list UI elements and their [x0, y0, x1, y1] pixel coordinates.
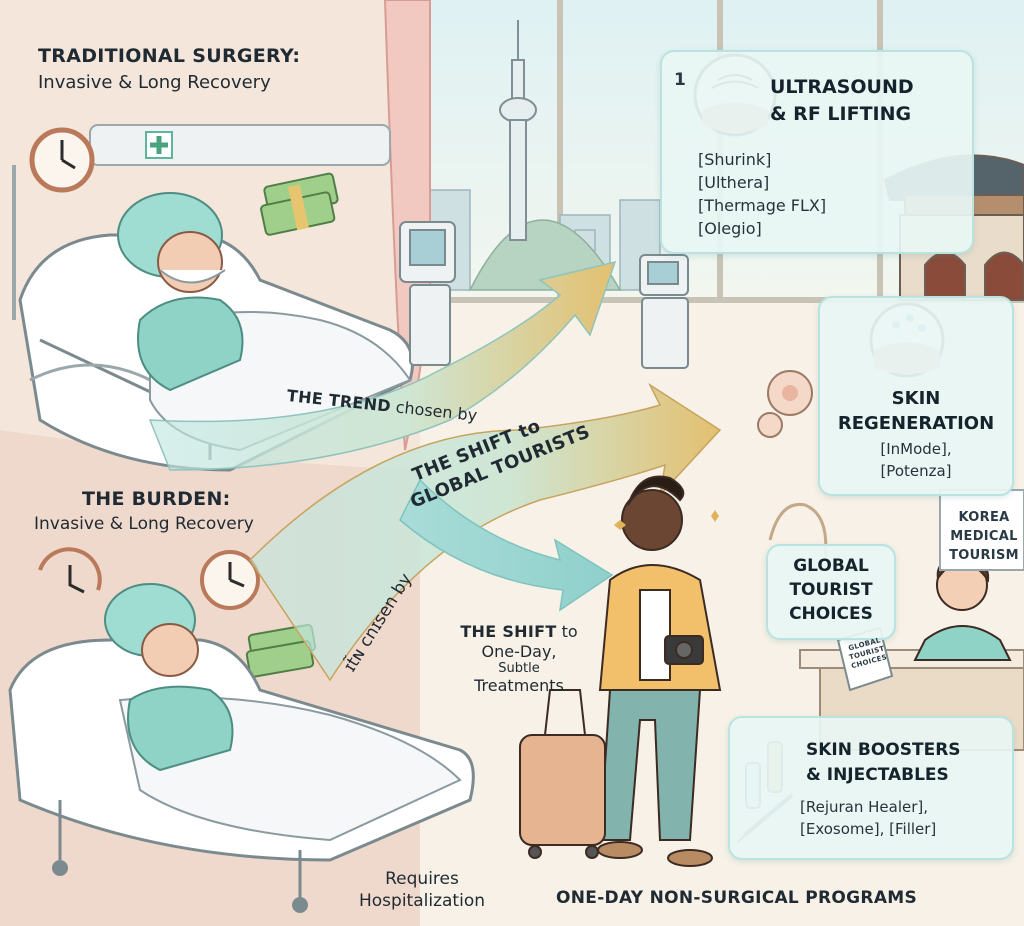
- ultrasound-title: ULTRASOUND & RF LIFTING: [770, 74, 914, 128]
- skin-regen-title-line2: REGENERATION: [837, 413, 995, 434]
- list-item: [InMode],: [880, 440, 952, 458]
- list-item: [Olegio]: [698, 219, 762, 238]
- hospitalization-note-line2: Hospitalization: [359, 891, 485, 911]
- korea-sign-line2: MEDICAL: [950, 529, 1018, 544]
- korea-medical-tourism-sign: KOREA MEDICAL TOURISM: [944, 508, 1024, 565]
- skin-regen-title: SKIN REGENERATION: [820, 386, 1012, 436]
- boosters-title: SKIN BOOSTERS & INJECTABLES: [806, 738, 961, 788]
- global-choices-line1: GLOBAL: [793, 556, 869, 576]
- hospitalization-note-line1: Requires: [385, 869, 459, 889]
- list-item: [Thermage FLX]: [698, 196, 827, 215]
- korea-sign-line3: TOURISM: [949, 548, 1019, 563]
- boosters-list: [Rejuran Healer], [Exosome], [Filler]: [800, 796, 936, 840]
- list-item: [Rejuran Healer],: [800, 798, 929, 816]
- boosters-title-line2: & INJECTABLES: [806, 765, 949, 785]
- list-item: [Exosome], [Filler]: [800, 820, 937, 838]
- skin-boosters-card: SKIN BOOSTERS & INJECTABLES [Rejuran Hea…: [728, 716, 1014, 860]
- global-choices-title: GLOBAL TOURIST CHOICES: [768, 554, 894, 626]
- burden-title: THE BURDEN:: [82, 488, 231, 510]
- shift-small-line3: Subtle: [498, 661, 540, 676]
- shift-small-rest: to: [556, 622, 578, 641]
- shift-small-line4: Treatments: [474, 676, 564, 695]
- shift-small-line2: One-Day,: [481, 642, 557, 661]
- hospitalization-note: Requires Hospitalization: [342, 868, 502, 912]
- list-item: [Potenza]: [880, 462, 952, 480]
- skin-regen-list: [InMode], [Potenza]: [820, 438, 1012, 482]
- burden-subtitle: Invasive & Long Recovery: [34, 514, 254, 534]
- list-item: [Ulthera]: [698, 173, 770, 192]
- skin-regeneration-card: SKIN REGENERATION [InMode], [Potenza]: [818, 296, 1014, 496]
- global-tourist-choices-card: GLOBAL TOURIST CHOICES: [766, 544, 896, 640]
- footer-caption: ONE-DAY NON-SURGICAL PROGRAMS: [556, 888, 918, 908]
- ultrasound-card: 1 ULTRASOUND & RF LIFTING [Shurink] [Ult…: [660, 50, 974, 254]
- ultrasound-title-line1: ULTRASOUND: [770, 76, 914, 98]
- korea-sign-line1: KOREA: [958, 510, 1010, 525]
- global-choices-line2: TOURIST: [789, 580, 873, 600]
- traditional-surgery-title: TRADITIONAL SURGERY:: [38, 45, 301, 67]
- boosters-title-line1: SKIN BOOSTERS: [806, 740, 961, 760]
- skin-regen-title-line1: SKIN: [891, 388, 941, 409]
- shift-small-label: THE SHIFT to One-Day, Subtle Treatments: [444, 622, 594, 696]
- ultrasound-list: [Shurink] [Ulthera] [Thermage FLX] [Oleg…: [698, 148, 826, 240]
- ultrasound-title-line2: & RF LIFTING: [770, 103, 912, 125]
- list-item: [Shurink]: [698, 150, 772, 169]
- shift-small-bold: THE SHIFT: [460, 622, 557, 641]
- traditional-surgery-subtitle: Invasive & Long Recovery: [38, 72, 271, 93]
- card-number: 1: [674, 70, 686, 90]
- global-choices-line3: CHOICES: [789, 604, 873, 624]
